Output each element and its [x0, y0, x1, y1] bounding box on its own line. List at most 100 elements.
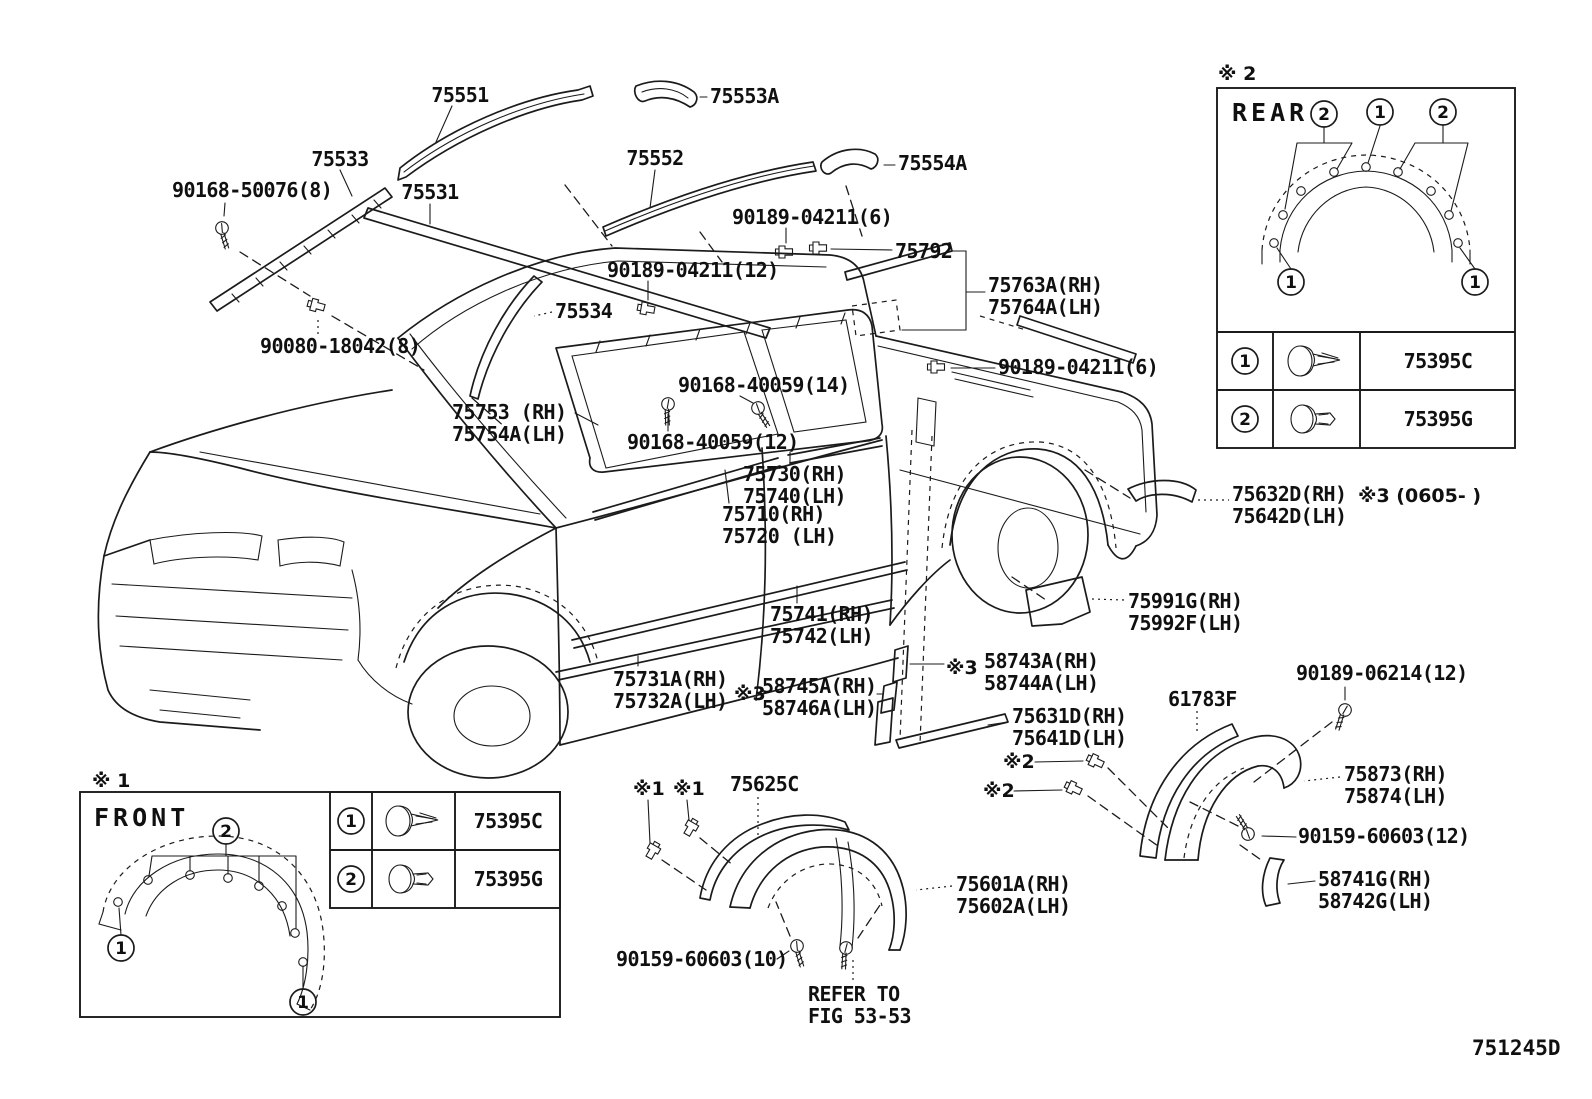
- part-label-75764a: 75764A(LH): [988, 295, 1102, 319]
- screw-icon: [830, 938, 862, 972]
- screw-icon: [782, 936, 816, 969]
- note-1-a: ※1: [633, 778, 665, 800]
- part-label-75601a: 75601A(RH): [956, 872, 1070, 896]
- grommet-clip-icon: [1290, 404, 1336, 434]
- front-box-title: FRONT: [94, 803, 189, 832]
- screw-icon: [1329, 701, 1357, 732]
- note-3-b: ※3: [734, 683, 766, 705]
- part-label-61783f: 61783F: [1168, 687, 1237, 711]
- part-label-75991g: 75991G(RH): [1128, 589, 1242, 613]
- part-label-75642d: 75642D(LH): [1232, 504, 1346, 528]
- truck-line-art: [97, 247, 1158, 779]
- part-label-90159-60603-12: 90159-60603(12): [1298, 824, 1470, 848]
- explode-dash-lines: [239, 184, 1333, 939]
- part-label-90080-18042: 90080-18042(8): [260, 334, 420, 358]
- front-callout-1-bottom: 1: [297, 993, 309, 1013]
- part-label-90189-06214: 90189-06214(12): [1296, 661, 1468, 685]
- clip-icon: [774, 245, 794, 259]
- rear-box-title: REAR: [1232, 98, 1308, 127]
- part-58743a-protector: [892, 645, 909, 683]
- part-75554a-moulding: [820, 148, 879, 175]
- note-3-a: ※3: [946, 657, 978, 679]
- part-75632d-moulding: [1127, 479, 1197, 503]
- part-label-58741g: 58741G(RH): [1318, 867, 1432, 891]
- part-label-75720: 75720 (LH): [722, 524, 836, 548]
- part-75710-door-moulding: [592, 457, 781, 521]
- part-75551-moulding: [397, 85, 594, 181]
- note-2-b: ※2: [983, 780, 1015, 802]
- part-75531-moulding: [363, 207, 771, 339]
- part-label-75732a: 75732A(LH): [613, 689, 727, 713]
- part-75553a-moulding: [633, 80, 698, 108]
- part-75534-pillar-moulding: [469, 275, 543, 400]
- rear-callout-1-br: 1: [1469, 273, 1481, 293]
- front-callout-1-left: 1: [115, 939, 127, 959]
- part-61783f-retainer: [1139, 723, 1239, 859]
- part-label-75602a: 75602A(LH): [956, 894, 1070, 918]
- moulding-parts: [209, 80, 1302, 951]
- clip-icon: [643, 839, 663, 862]
- part-label-75992f: 75992F(LH): [1128, 611, 1242, 635]
- screw-icon: [745, 399, 778, 429]
- part-label-58743a: 58743A(RH): [984, 649, 1098, 673]
- part-label-75631d: 75631D(RH): [1012, 704, 1126, 728]
- part-label-75625c: 75625C: [730, 772, 799, 796]
- part-label-75641d: 75641D(LH): [1012, 726, 1126, 750]
- part-label-75753: 75753 (RH): [452, 400, 566, 424]
- front-table-part-2: 75395G: [474, 867, 543, 891]
- note-refer-line2: FIG 53-53: [808, 1004, 911, 1028]
- part-75991g-protector: [1025, 576, 1091, 627]
- part-58745a-protector: [880, 681, 898, 714]
- part-label-75754a: 75754A(LH): [452, 422, 566, 446]
- front-table-key-2: 2: [345, 870, 357, 890]
- part-label-75873: 75873(RH): [1344, 762, 1447, 786]
- rear-table-key-1: 1: [1239, 352, 1251, 372]
- rear-callout-1-bl: 1: [1285, 273, 1297, 293]
- part-75533-moulding: [209, 187, 393, 312]
- part-label-75534: 75534: [555, 299, 613, 323]
- front-detail-box: ※ 1 FRONT 2 1 1 1 2 75395C 75395G: [79, 770, 561, 1018]
- grommet-clip-icon: [388, 864, 434, 894]
- rear-box-note: ※ 2: [1218, 63, 1256, 85]
- front-box-note: ※ 1: [92, 770, 130, 792]
- part-label-75742: 75742(LH): [770, 624, 873, 648]
- part-75873-arch-moulding: [1164, 734, 1302, 861]
- clip-icon: [681, 816, 701, 839]
- part-label-90168-40059-14: 90168-40059(14): [678, 373, 850, 397]
- callout-labels: 75551 75553A 75533 75552 75554A 75531 90…: [172, 83, 1481, 1028]
- part-label-75632d: 75632D(RH): [1232, 482, 1346, 506]
- part-75625c-protector: [699, 814, 850, 901]
- rear-callout-1: 1: [1374, 103, 1386, 123]
- part-label-75730: 75730(RH): [743, 462, 846, 486]
- rear-detail-box: ※ 2 REAR 2 1 2 1 1 1 2 75395C 75395G: [1216, 63, 1516, 449]
- clip-icon: [1084, 751, 1106, 771]
- part-label-75531: 75531: [401, 180, 459, 204]
- note-75632d-date: ※3 (0605- ): [1358, 485, 1481, 507]
- part-label-75731a: 75731A(RH): [613, 667, 727, 691]
- part-label-90159-60603-10: 90159-60603(10): [616, 947, 788, 971]
- part-label-75552: 75552: [626, 146, 683, 170]
- rear-table-part-2: 75395G: [1404, 407, 1473, 431]
- grommet-clip-icon: [385, 805, 439, 837]
- part-label-75741: 75741(RH): [770, 602, 873, 626]
- part-75552-moulding: [602, 161, 817, 237]
- part-75763a-moulding: [1016, 315, 1137, 364]
- part-75741-rocker-moulding: [571, 561, 908, 649]
- front-table-key-1: 1: [345, 812, 357, 832]
- part-label-75710: 75710(RH): [722, 502, 825, 526]
- clip-icon: [808, 241, 828, 255]
- clip-icon: [305, 296, 327, 315]
- part-75730-quarter-moulding: [787, 437, 883, 464]
- note-1-b: ※1: [673, 778, 705, 800]
- part-label-58745a: 58745A(RH): [762, 674, 876, 698]
- screw-icon: [1228, 813, 1261, 843]
- rear-table-key-2: 2: [1239, 410, 1251, 430]
- part-label-58746a: 58746A(LH): [762, 696, 876, 720]
- clip-icon: [926, 360, 946, 374]
- part-label-75740: 75740(LH): [743, 484, 846, 508]
- front-table-part-1: 75395C: [474, 809, 543, 833]
- part-label-90168-40059-12: 90168-40059(12): [627, 430, 799, 454]
- rear-callout-2a: 2: [1318, 105, 1330, 125]
